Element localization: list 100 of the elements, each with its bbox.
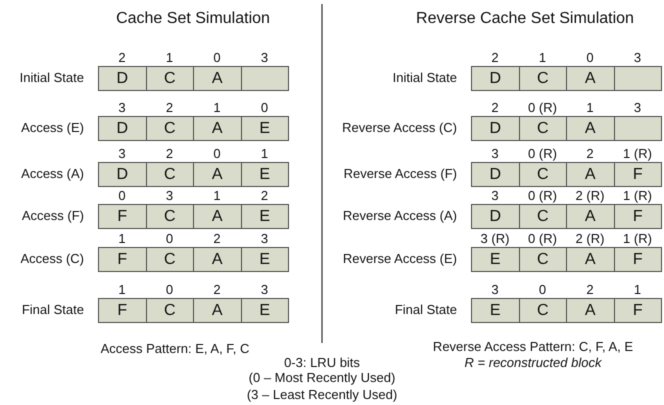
lru-bit-number: 0 (R)	[527, 231, 558, 246]
cache-cell: D	[471, 66, 520, 91]
legend-text: (3 – Least Recently Used)	[246, 387, 398, 402]
lru-bit-number: 3	[490, 282, 500, 297]
lru-bit-number: 0	[164, 231, 174, 246]
lru-bit-number: 2	[490, 100, 500, 115]
lru-bit-number: 3	[260, 231, 270, 246]
cache-cell: E	[240, 247, 289, 272]
lru-bit-number: 2	[212, 231, 222, 246]
cache-cell: A	[566, 162, 614, 187]
lru-bit-number: 0	[117, 188, 127, 203]
lru-bit-number: 1	[538, 50, 548, 65]
cache-cell: C	[146, 204, 194, 229]
lru-bit-number: 0 (R)	[527, 188, 558, 203]
lru-bit-number: 0 (R)	[527, 146, 558, 161]
lru-bit-number: 0	[212, 146, 222, 161]
row-label: Final State	[394, 302, 457, 317]
row-label: Access (F)	[22, 208, 84, 223]
cache-cell: C	[146, 298, 194, 323]
lru-bit-number: 1	[632, 282, 642, 297]
lru-bit-number: 1	[164, 50, 174, 65]
panel-heading: Cache Set Simulation	[116, 10, 270, 28]
cache-cell: A	[566, 204, 614, 229]
lru-bit-number: 1 (R)	[622, 146, 653, 161]
lru-bit-number: 0 (R)	[527, 100, 558, 115]
cache-cell: A	[193, 162, 242, 187]
cache-cell: C	[518, 66, 567, 91]
cache-cell: D	[98, 66, 146, 91]
cache-cell: F	[98, 204, 146, 229]
cache-cell: E	[471, 298, 520, 323]
lru-bit-number: 2	[117, 50, 127, 65]
lru-bit-number: 2	[212, 282, 222, 297]
cache-cell: F	[98, 247, 146, 272]
lru-bit-number: 3	[490, 188, 500, 203]
cache-cell: A	[566, 66, 614, 91]
cache-cell: C	[518, 204, 567, 229]
cache-cell: F	[614, 162, 662, 187]
row-label: Initial State	[392, 70, 457, 85]
row-label: Reverse Access (E)	[342, 251, 457, 266]
lru-bit-number: 0	[585, 50, 595, 65]
cache-cell: E	[471, 247, 520, 272]
lru-bit-number: 3	[260, 282, 270, 297]
cache-cell: E	[240, 116, 289, 141]
lru-bit-number: 3	[260, 50, 270, 65]
cache-cell: C	[146, 116, 194, 141]
lru-bit-number: 1	[117, 231, 127, 246]
row-label: Access (E)	[21, 120, 84, 135]
note-text: Access Pattern: E, A, F, C	[100, 341, 250, 356]
cache-cell: F	[98, 298, 146, 323]
row-label: Reverse Access (A)	[342, 208, 457, 223]
row-label: Initial State	[20, 70, 84, 85]
lru-bit-number: 2	[490, 50, 500, 65]
legend-text: 0-3: LRU bits	[284, 355, 360, 370]
lru-bit-number: 2	[585, 146, 595, 161]
cache-cell: A	[193, 116, 242, 141]
lru-bit-number: 1	[260, 146, 270, 161]
cache-cell: E	[240, 298, 289, 323]
cache-cell: C	[518, 298, 567, 323]
lru-bit-number: 0	[164, 282, 174, 297]
lru-bit-number: 1 (R)	[622, 188, 653, 203]
lru-bit-number: 1	[212, 188, 222, 203]
panel-heading: Reverse Cache Set Simulation	[416, 10, 634, 28]
cache-cell: A	[193, 247, 242, 272]
lru-bit-number: 2	[585, 282, 595, 297]
lru-bit-number: 1	[212, 100, 222, 115]
cache-cell: F	[614, 204, 662, 229]
lru-bit-number: 3	[117, 100, 127, 115]
cache-cell: F	[614, 247, 662, 272]
cache-cell: D	[471, 162, 520, 187]
lru-bit-number: 2	[260, 188, 270, 203]
cache-cell: A	[193, 298, 242, 323]
cache-cell: D	[471, 204, 520, 229]
row-label: Access (A)	[21, 166, 84, 181]
cache-cell: F	[614, 298, 662, 323]
cache-cell: E	[240, 162, 289, 187]
lru-bit-number: 1 (R)	[622, 231, 653, 246]
lru-bit-number: 3	[490, 146, 500, 161]
cache-cell: A	[566, 298, 614, 323]
legend-text: (0 – Most Recently Used)	[248, 370, 396, 385]
cache-cell: A	[193, 204, 242, 229]
lru-bit-number: 3 (R)	[480, 231, 510, 246]
lru-bit-number: 3	[632, 50, 642, 65]
row-label: Reverse Access (F)	[344, 166, 457, 181]
cache-cell: C	[146, 162, 194, 187]
lru-bit-number: 2	[164, 100, 174, 115]
cache-cell: E	[240, 204, 289, 229]
lru-bit-number: 1	[585, 100, 595, 115]
lru-bit-number: 0	[260, 100, 270, 115]
cache-cell: C	[146, 66, 194, 91]
lru-bit-number: 3	[117, 146, 127, 161]
lru-bit-number: 2	[164, 146, 174, 161]
cache-cell: D	[98, 162, 146, 187]
cache-cell: C	[518, 116, 567, 141]
lru-bit-number: 1	[117, 282, 127, 297]
lru-bit-number: 2 (R)	[574, 231, 606, 246]
cache-cell: A	[566, 247, 614, 272]
lru-bit-number: 0	[538, 282, 548, 297]
lru-bit-number: 2 (R)	[574, 188, 606, 203]
cache-cell: A	[566, 116, 614, 141]
note-text: Reverse Access Pattern: C, F, A, E	[432, 339, 634, 354]
